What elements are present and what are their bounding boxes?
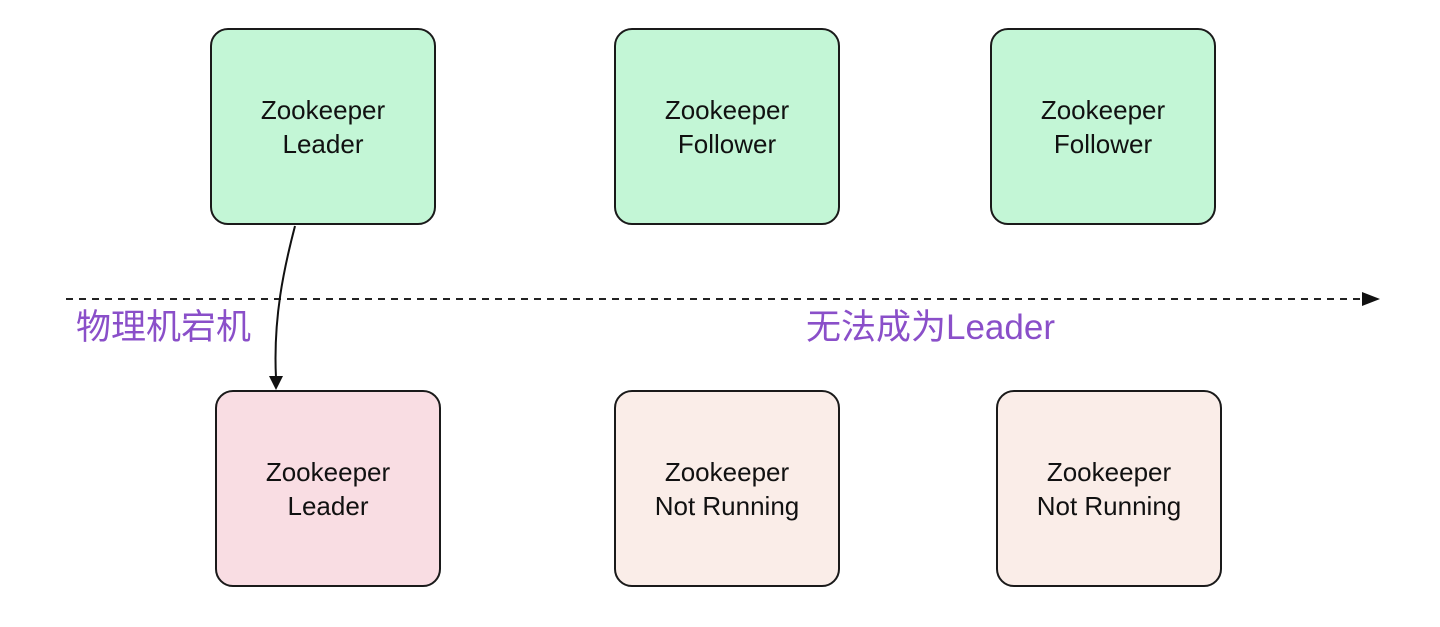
node-role: Leader — [282, 128, 364, 159]
failover-arrowhead-icon — [269, 376, 283, 390]
zookeeper-not-running-node-1: Zookeeper Not Running — [614, 390, 840, 587]
failover-arrow — [274, 225, 296, 379]
node-role: Not Running — [1036, 490, 1182, 521]
node-title: Zookeeper — [1046, 456, 1172, 487]
node-title: Zookeeper — [664, 456, 790, 487]
zookeeper-not-running-node-2: Zookeeper Not Running — [996, 390, 1222, 587]
timeline-arrowhead-icon — [1362, 292, 1380, 306]
node-role: Follower — [1053, 128, 1153, 159]
node-title: Zookeeper — [1040, 94, 1166, 125]
zookeeper-follower-node-top-2: Zookeeper Follower — [990, 28, 1216, 225]
node-role: Not Running — [654, 490, 800, 521]
node-role: Leader — [287, 490, 369, 521]
node-title: Zookeeper — [265, 456, 391, 487]
node-title: Zookeeper — [260, 94, 386, 125]
zookeeper-follower-node-top-1: Zookeeper Follower — [614, 28, 840, 225]
node-title: Zookeeper — [664, 94, 790, 125]
node-role: Follower — [677, 128, 777, 159]
annotation-machine-down: 物理机宕机 — [76, 308, 252, 347]
zookeeper-leader-node-bottom: Zookeeper Leader — [215, 390, 441, 587]
zookeeper-leader-node-top: Zookeeper Leader — [210, 28, 436, 225]
annotation-cannot-become-leader: 无法成为Leader — [806, 308, 1055, 347]
